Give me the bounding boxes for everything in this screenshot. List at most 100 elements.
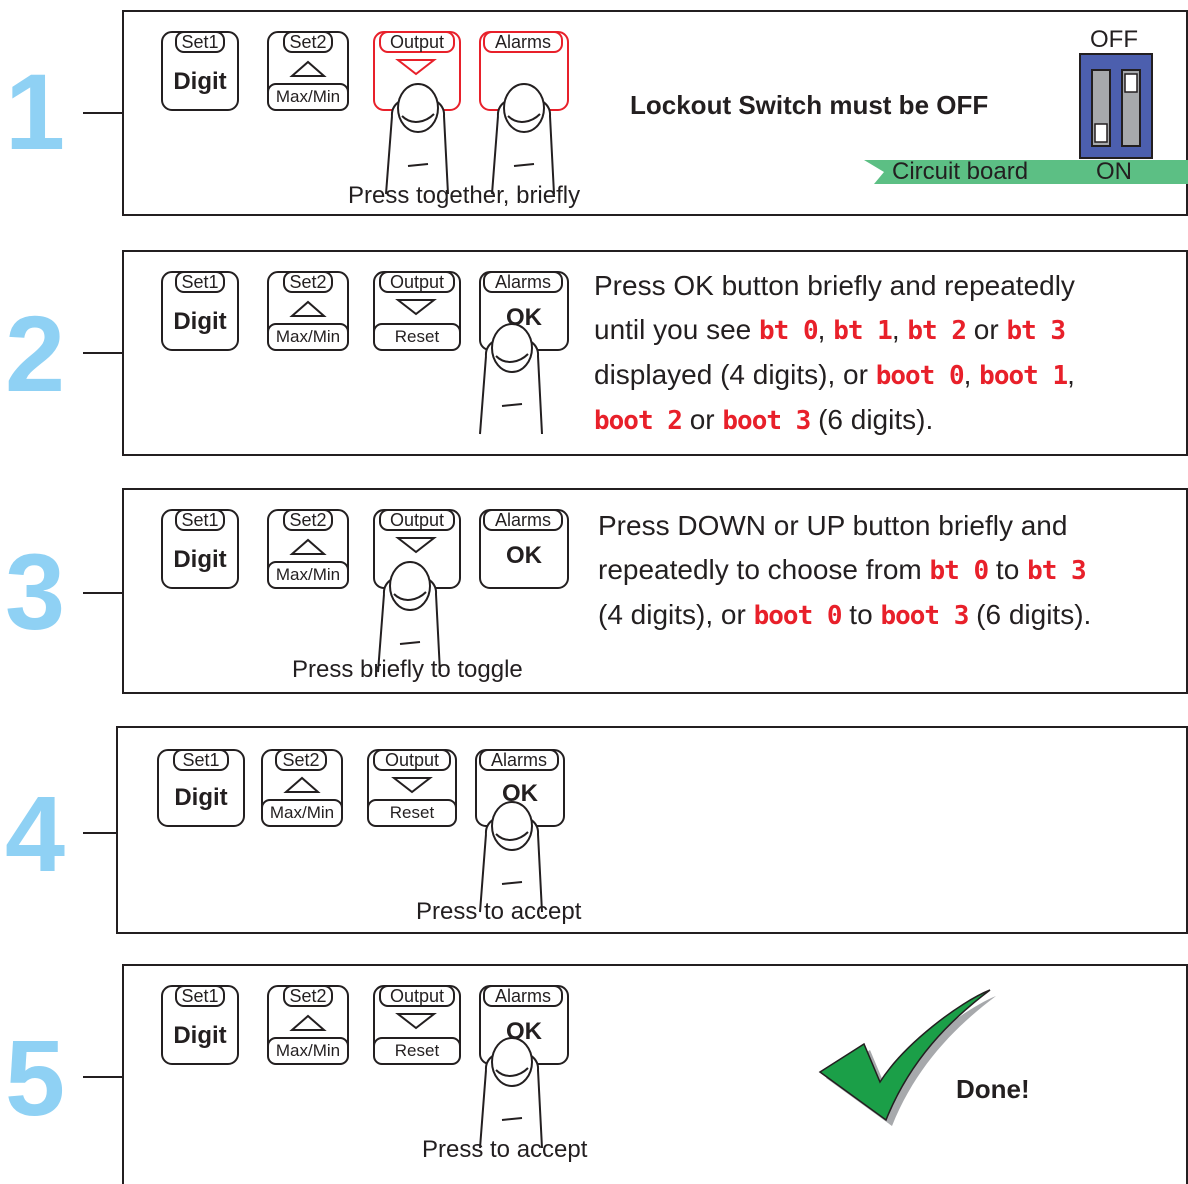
down-triangle-icon [395, 59, 437, 76]
step-connector [83, 592, 123, 594]
switch-on-label: ON [1096, 158, 1132, 185]
up-triangle-icon [289, 300, 327, 317]
set1-digit-button[interactable] [161, 985, 239, 1065]
output-label: Output [389, 32, 445, 52]
set1-digit-button[interactable] [157, 749, 245, 827]
set2-up-button[interactable] [261, 749, 343, 827]
step-panel-4: Set1 Digit Set2 Max/Min Output Reset Ala… [116, 726, 1188, 934]
display-code: bt 3 [1006, 316, 1066, 346]
set1-label: Set1 [181, 986, 219, 1006]
output-down-button[interactable] [373, 31, 461, 111]
step-caption: Press together, briefly [348, 182, 581, 209]
alarms-label: Alarms [494, 510, 551, 530]
instruction-line: repeatedly to choose from bt 0 to bt 3 [598, 554, 1087, 586]
output-label: Output [389, 510, 445, 530]
step-caption: Press to accept [422, 1136, 588, 1163]
down-triangle-icon [395, 537, 437, 554]
step-connector [83, 1076, 123, 1078]
reset-label: Reset [394, 327, 440, 346]
up-triangle-icon [289, 60, 327, 77]
set2-label: Set2 [289, 272, 327, 292]
ok-label: OK [506, 1018, 542, 1045]
display-code: boot 3 [722, 406, 811, 436]
set2-up-button[interactable] [267, 985, 349, 1065]
output-down-button[interactable] [373, 271, 461, 351]
display-code: boot 0 [753, 601, 843, 631]
instruction-line: (4 digits), or boot 0 to boot 3 (6 digit… [598, 599, 1092, 631]
set2-up-button[interactable] [267, 271, 349, 351]
set2-label: Set2 [282, 750, 320, 770]
reset-label: Reset [389, 803, 435, 822]
display-code: boot 3 [880, 601, 969, 631]
lockout-instruction: Lockout Switch must be OFF [630, 90, 989, 120]
up-triangle-icon [289, 538, 327, 555]
step-number-4: 4 [4, 773, 66, 894]
set2-label: Set2 [289, 32, 327, 52]
step-connector [83, 112, 123, 114]
step-number-2: 2 [4, 293, 66, 414]
step-instruction: Press OK button briefly and repeatedly u… [594, 264, 1075, 443]
output-down-button[interactable] [373, 985, 461, 1065]
switch-off-label: OFF [1090, 26, 1138, 53]
alarms-ok-button[interactable] [475, 749, 565, 827]
step-number-1: 1 [4, 51, 66, 172]
set2-up-button[interactable] [267, 509, 349, 589]
output-label: Output [384, 750, 440, 770]
keypad [161, 31, 1188, 195]
digit-label: Digit [173, 308, 227, 335]
display-code: bt 2 [907, 316, 967, 346]
step-number-3: 3 [4, 531, 66, 652]
set1-digit-button[interactable] [161, 509, 239, 589]
instruction-line: boot 2 or boot 3 (6 digits). [594, 404, 934, 436]
step-panel-5: Set1 Digit Set2 Max/Min Output Reset Ala… [122, 964, 1188, 1184]
output-label: Output [389, 986, 445, 1006]
set1-label: Set1 [181, 32, 219, 52]
alarms-label: Alarms [494, 272, 551, 292]
step-connector [83, 352, 123, 354]
alarms-label: Alarms [494, 986, 551, 1006]
down-triangle-icon [391, 777, 433, 794]
step-caption: Press briefly to toggle [292, 656, 523, 683]
instruction-line: Press OK button briefly and repeatedly [594, 270, 1075, 301]
up-triangle-icon [289, 1014, 327, 1031]
maxmin-label: Max/Min [275, 327, 341, 346]
instruction-line: until you see bt 0, bt 1, bt 2 or bt 3 [594, 314, 1066, 346]
display-code: bt 3 [1027, 556, 1087, 586]
up-triangle-icon [283, 776, 321, 793]
digit-label: Digit [173, 1022, 227, 1049]
step-panel-2: Set1 Digit Set2 Max/Min Output Reset Ala… [122, 250, 1188, 456]
down-triangle-icon [395, 1013, 437, 1030]
set2-up-button[interactable] [267, 31, 349, 111]
set1-label: Set1 [181, 272, 219, 292]
digit-label: Digit [173, 546, 227, 573]
keypad [161, 271, 569, 435]
step-connector [83, 832, 123, 834]
instruction-line: Press DOWN or UP button briefly and [598, 510, 1068, 541]
reset-label: Reset [394, 1041, 440, 1060]
display-code: bt 1 [833, 316, 893, 346]
digit-label: Digit [173, 68, 227, 95]
step-number-5: 5 [4, 1017, 66, 1138]
maxmin-label: Max/Min [275, 87, 341, 106]
set1-digit-button[interactable] [161, 31, 239, 111]
ok-label: OK [506, 304, 542, 331]
down-triangle-icon [395, 299, 437, 316]
done-label: Done! [956, 1074, 1030, 1104]
display-code: bt 0 [929, 556, 990, 586]
ok-label: OK [506, 542, 542, 569]
set1-digit-button[interactable] [161, 271, 239, 351]
alarms-label: Alarms [490, 750, 547, 770]
set1-label: Set1 [181, 510, 219, 530]
keypad [161, 509, 569, 673]
keypad [161, 985, 996, 1149]
output-down-button[interactable] [367, 749, 457, 827]
alarms-ok-button[interactable] [479, 509, 569, 589]
step-panel-1: Set1 Digit Set2 Max/Min Output Alarms Pr… [122, 10, 1188, 216]
alarms-ok-button[interactable] [479, 31, 569, 111]
display-code: boot 0 [875, 361, 965, 391]
set2-label: Set2 [289, 986, 327, 1006]
set2-label: Set2 [289, 510, 327, 530]
display-code: boot 1 [979, 361, 1068, 391]
maxmin-label: Max/Min [275, 565, 341, 584]
step-caption: Press to accept [416, 898, 582, 925]
